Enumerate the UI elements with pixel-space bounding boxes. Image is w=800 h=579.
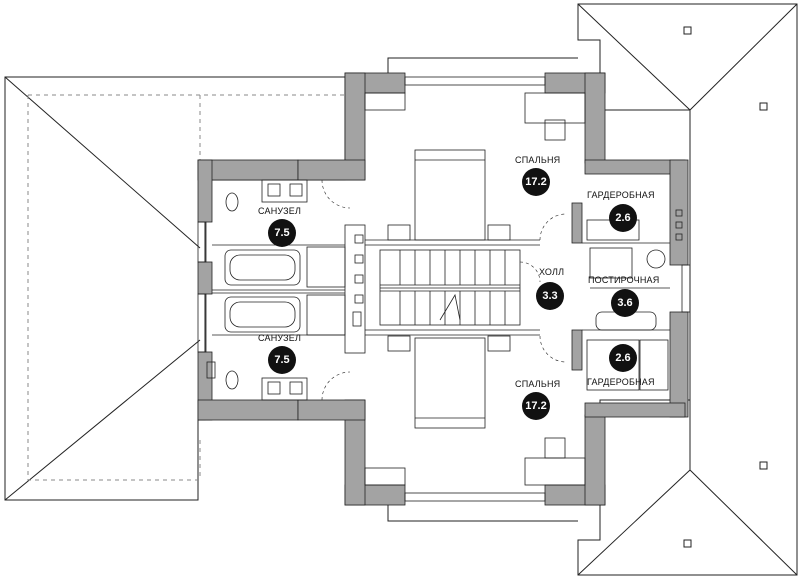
bedroom-top-area-badge: 17.2 [522,168,550,196]
wardrobe-bottom-area-badge: 2.6 [609,344,637,372]
wardrobe-top-label: ГАРДЕРОБНАЯ [587,190,655,200]
bedroom-bottom-label: СПАЛЬНЯ [515,379,561,389]
hall-label: ХОЛЛ [539,267,565,277]
right-roof [577,3,798,576]
left-roof [4,76,346,501]
laundry-label: ПОСТИРОЧНАЯ [588,275,660,285]
furniture [206,92,683,486]
bath-bottom-label: САНУЗЕЛ [258,333,302,343]
bedroom-bottom-area-badge: 17.2 [522,392,550,420]
walls [197,72,689,506]
bedroom-top-label: СПАЛЬНЯ [515,155,561,165]
bath-top-area-badge: 7.5 [268,219,296,247]
wardrobe-bottom-label: ГАРДЕРОБНАЯ [587,377,655,387]
bath-top-label: САНУЗЕЛ [258,206,302,216]
staircase [379,249,521,326]
laundry-area-badge: 3.6 [611,289,639,317]
roof-edges [387,57,578,522]
beds [414,149,486,429]
bath-bottom-area-badge: 7.5 [268,346,296,374]
wardrobe-top-area-badge: 2.6 [609,204,637,232]
hall-area-badge: 3.3 [536,282,564,310]
door-swings [321,179,567,401]
